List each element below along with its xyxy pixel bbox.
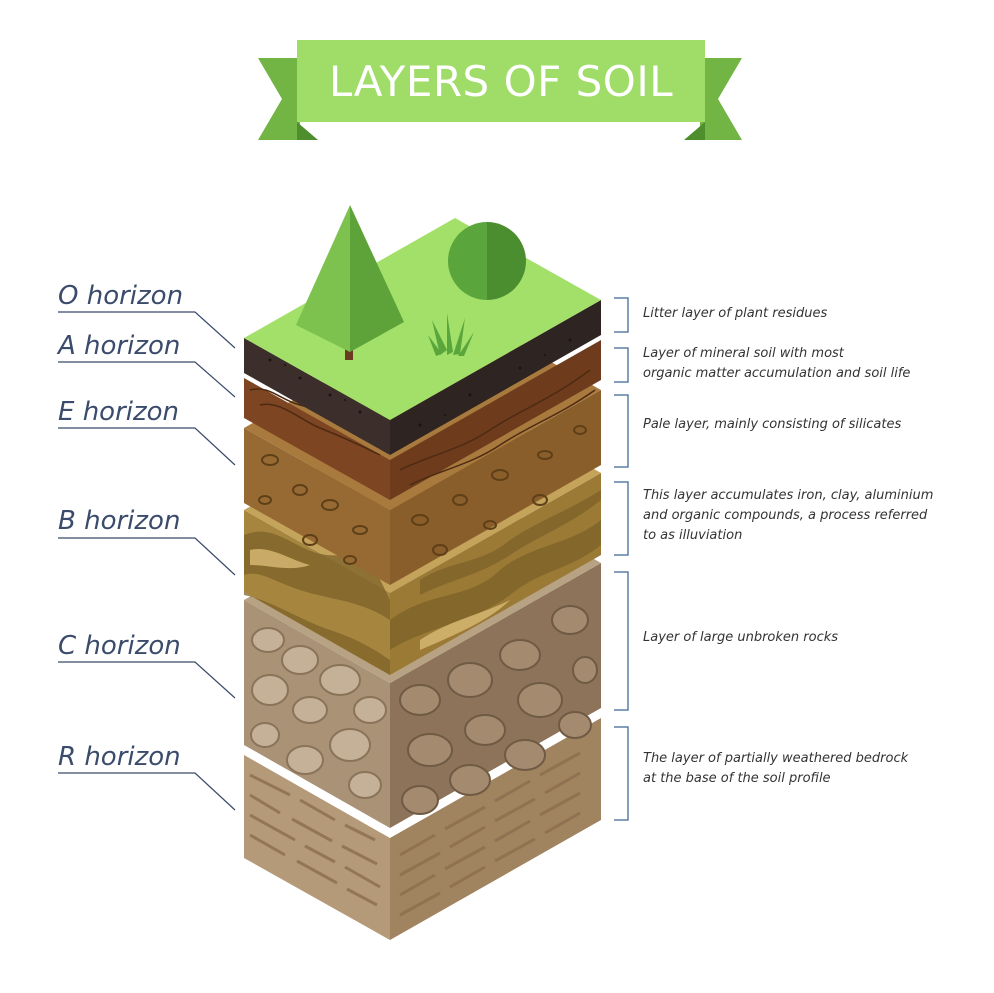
r-horizon-bracket [614,726,629,821]
page-title: LAYERS OF SOIL [328,56,674,106]
banner-ribbon-left [258,58,300,140]
a-horizon-block [244,340,601,500]
e-horizon-bracket [614,394,629,468]
b-horizon-leader-line [58,537,236,576]
description-line: to as illuviation [643,528,743,543]
description-line: Pale layer, mainly consisting of silicat… [643,417,902,432]
title-banner [258,40,742,140]
c-horizon-label: C horizon [58,631,181,661]
a-horizon-description: Layer of mineral soil with most organic … [643,344,963,384]
banner-main [297,40,705,122]
a-horizon-label: A horizon [58,331,181,361]
description-line: organic matter accumulation and soil lif… [643,366,911,381]
o-horizon-bracket [614,297,629,333]
b-horizon-bracket [614,481,629,556]
grass-tuft-icon [428,313,474,356]
description-line: and organic compounds, a process referre… [643,508,928,523]
e-horizon-description: Pale layer, mainly consisting of silicat… [643,415,963,435]
tree-icon [296,205,404,360]
r-horizon-leader-line [58,772,236,811]
banner-ribbon-right [700,58,742,140]
e-horizon-label: E horizon [58,397,180,427]
r-horizon-right-face [390,718,601,940]
r-horizon-label: R horizon [58,742,181,772]
o-horizon-leader-line [58,311,236,349]
banner-fold-left [297,122,318,140]
a-horizon-bracket [614,347,629,383]
description-line: at the base of the soil profile [643,771,831,786]
a-horizon-right-face [390,340,601,500]
description-line: The layer of partially weathered bedrock [643,751,909,766]
banner-fold-right [684,122,705,140]
c-horizon-leader-line [58,661,236,699]
o-horizon-left-face [244,338,390,455]
e-horizon-right-face [390,390,601,585]
c-horizon-bracket [614,571,629,711]
c-horizon-description: Layer of large unbroken rocks [643,628,963,648]
e-horizon-left-face [244,428,390,585]
r-horizon-description: The layer of partially weathered bedrock… [643,749,963,789]
b-horizon-description: This layer accumulates iron, clay, alumi… [643,486,963,546]
description-line: Litter layer of plant residues [643,306,828,321]
description-line: Layer of mineral soil with most [643,346,844,361]
description-line: This layer accumulates iron, clay, alumi… [643,488,934,503]
b-horizon-label: B horizon [58,506,181,536]
a-horizon-leader-line [58,361,236,398]
description-brackets [614,297,629,821]
r-horizon-block [244,718,601,940]
o-horizon-right-face [390,300,601,455]
o-horizon-description: Litter layer of plant residues [643,304,963,324]
description-line: Layer of large unbroken rocks [643,630,839,645]
leader-lines [58,311,236,811]
o-horizon-block [244,300,601,455]
bush-icon [448,222,526,300]
o-horizon-label: O horizon [58,281,184,311]
e-horizon-leader-line [58,427,236,466]
a-horizon-left-face [244,378,390,500]
